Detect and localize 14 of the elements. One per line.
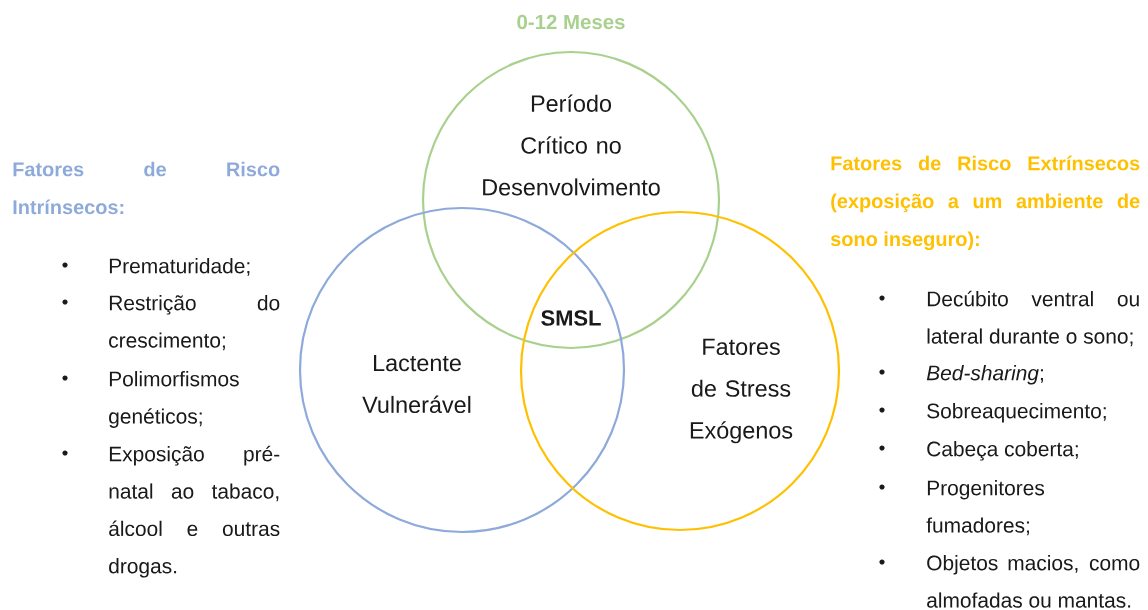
heading: Fatores de Risco Extrínsecos (exposição a um ambiente de sono inseguro): xyxy=(830,155,1140,251)
bullet-item: Prematuridade; xyxy=(62,258,250,276)
circle-label: 0-12 Meses xyxy=(517,14,625,30)
bullet-item: Bed-sharing; xyxy=(879,365,1043,385)
bullet-item: Exposição pré-natal ao tabaco, álcool e outras drogas. xyxy=(62,445,280,578)
bullet-item: Progenitores fumadores; xyxy=(879,480,1045,536)
bullet-item: Decúbito ventral ou lateral durante o sono; xyxy=(879,290,1139,347)
bullet-item: Sobreaquecimento; xyxy=(879,403,1106,423)
heading: Fatores de Risco Intrínsecos: xyxy=(13,161,280,215)
intersection-label: SMSL xyxy=(541,310,601,326)
bullet-item: Objetos macios, como almofadas ou mantas. xyxy=(879,555,1140,608)
bullet-item: Restrição do crescimento; xyxy=(62,295,280,351)
bullet-item: Polimorfismos genéticos; xyxy=(62,371,239,428)
bullet-item: Cabeça coberta; xyxy=(879,441,1078,461)
